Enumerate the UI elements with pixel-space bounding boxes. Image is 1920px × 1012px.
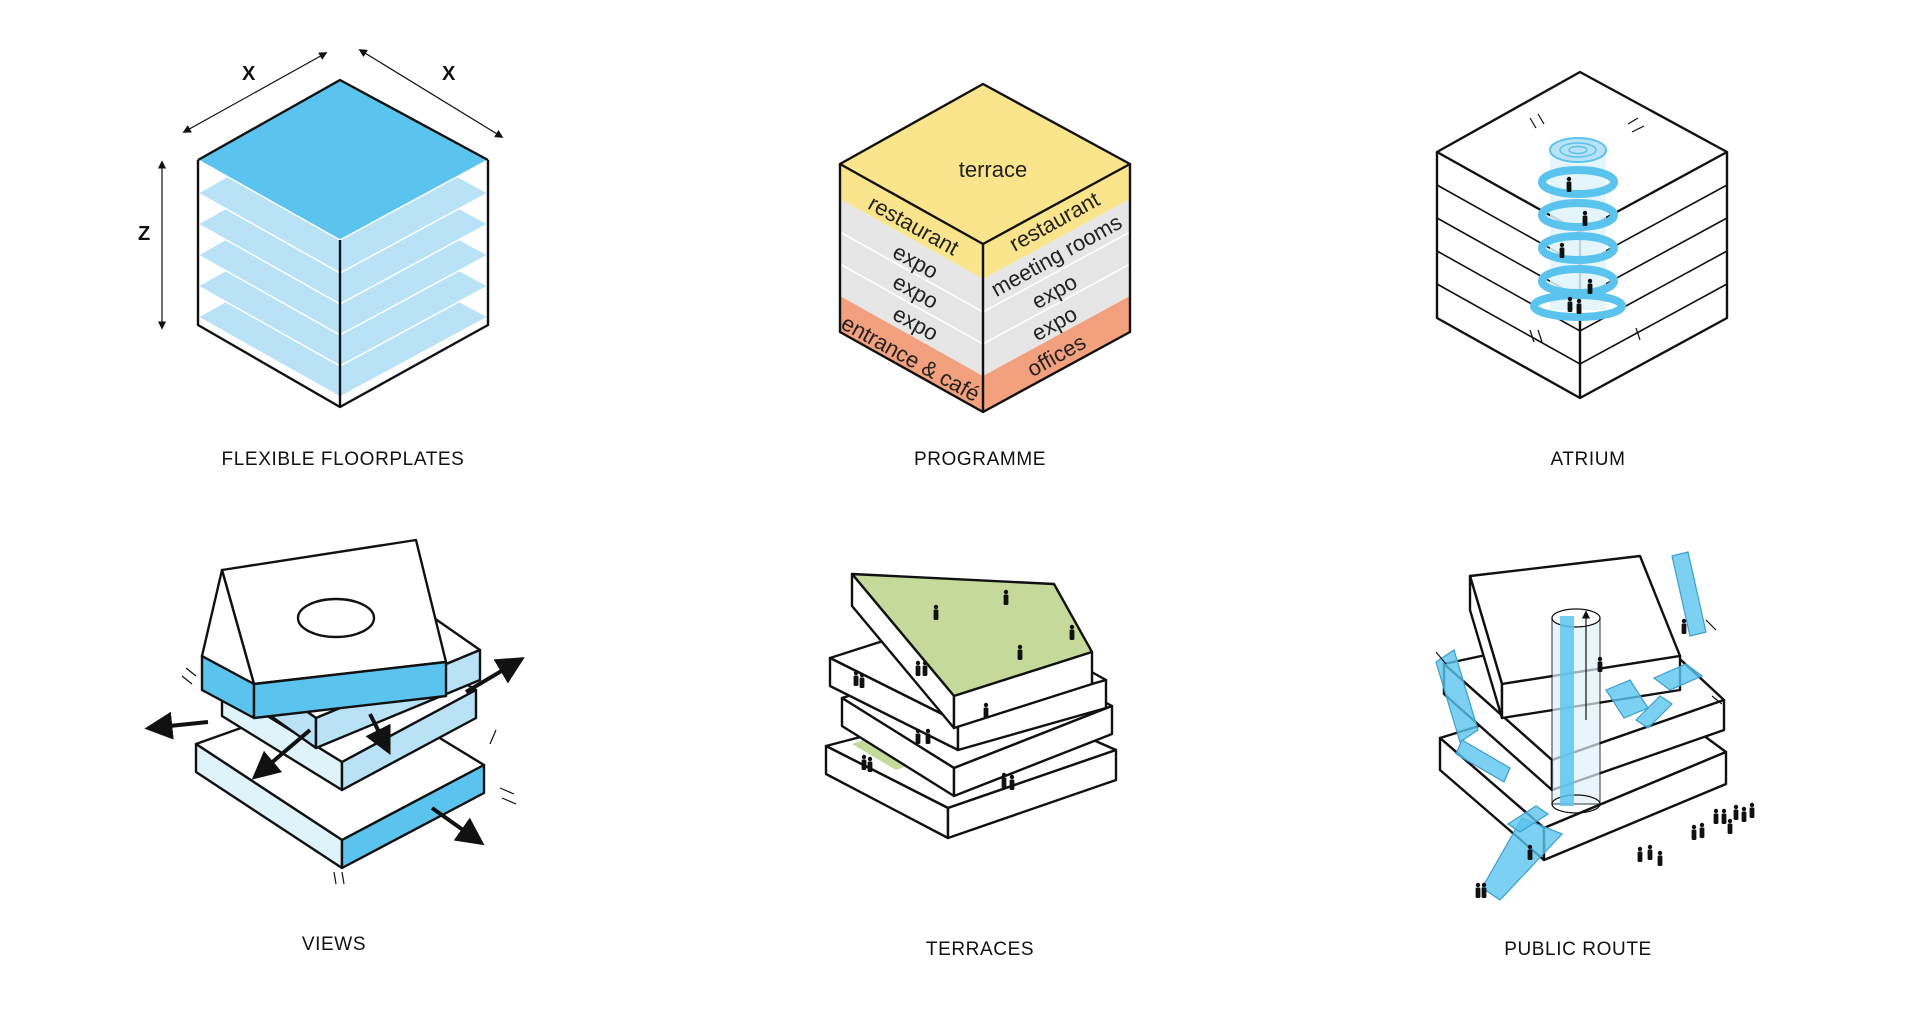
dimension-label-z: Z <box>138 223 150 245</box>
view-arrows <box>144 657 525 846</box>
dimension-label-x-left: X <box>242 63 256 85</box>
spiral-ramp <box>1530 166 1626 321</box>
dimension-label-x-right: X <box>442 63 456 85</box>
terraces-diagram: TERRACES <box>824 572 1118 960</box>
caption-programme: PROGRAMME <box>914 449 1046 470</box>
caption-atrium: ATRIUM <box>1550 449 1625 470</box>
floor-plates <box>196 79 490 398</box>
dimension-arrow-x-right <box>358 49 504 138</box>
cube-outline <box>838 82 1132 414</box>
vertical-core <box>1551 608 1601 814</box>
views-diagram: VIEWS <box>144 538 525 955</box>
atrium-diagram: ATRIUM <box>1435 70 1729 470</box>
dimension-arrow-x-left <box>182 52 328 133</box>
plate-1 <box>850 572 1094 730</box>
public-ramps <box>1435 551 1707 901</box>
motion-ticks <box>1529 113 1645 343</box>
caption-flexible-floorplates: FLEXIBLE FLOORPLATES <box>222 449 465 470</box>
caption-views: VIEWS <box>302 934 366 955</box>
motion-ticks <box>1435 619 1723 705</box>
motion-ticks <box>181 667 517 885</box>
programme-label-terrace: terrace <box>959 157 1027 182</box>
caption-terraces: TERRACES <box>926 939 1034 960</box>
public-route-diagram: PUBLIC ROUTE <box>1435 551 1755 960</box>
caption-public-route: PUBLIC ROUTE <box>1504 939 1652 960</box>
plate-1 <box>200 538 448 720</box>
flexible-floorplates-diagram: X X Z FLEXIBLE FLOORPLATES <box>138 49 504 470</box>
programme-diagram: terrace restaurant expo expo expo entran… <box>837 82 1132 470</box>
